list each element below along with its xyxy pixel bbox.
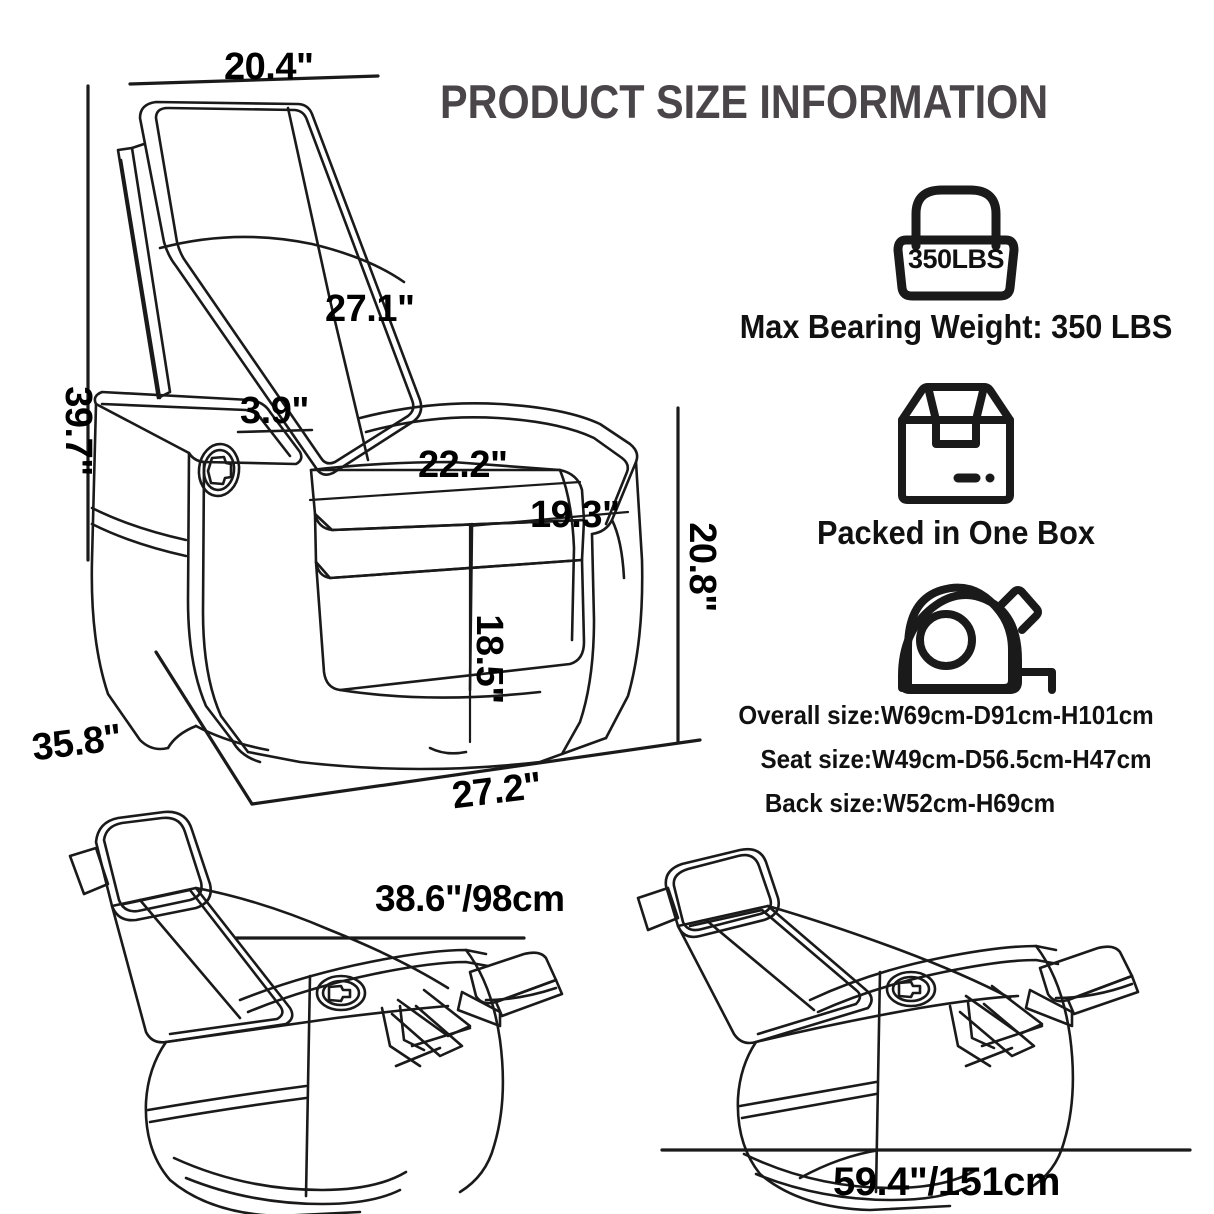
main-chair-drawing: [90, 100, 644, 771]
dim-overall-width: 27.2": [449, 764, 544, 818]
weight-bag-icon: [893, 185, 1019, 301]
reclined-chair-drawing: [68, 810, 564, 1214]
dim-seat-width: 19.3": [530, 494, 620, 536]
feature-label-box: Packed in One Box: [816, 514, 1096, 551]
dim-seat-front: 18.5": [468, 614, 510, 704]
dim-arm-height: 20.8": [681, 522, 723, 612]
flat-chair-drawing: [636, 847, 1140, 1212]
dim-reclined-depth: 38.6"/98cm: [375, 878, 565, 919]
size-spec-overall: Overall size:W69cm-D91cm-H101cm: [738, 700, 1154, 730]
dim-back-height: 27.1": [325, 288, 415, 330]
size-spec-seat: Seat size:W49cm-D56.5cm-H47cm: [760, 744, 1152, 774]
main-dimension-lines: [86, 74, 702, 806]
feature-label-weight: Max Bearing Weight: 350 LBS: [739, 308, 1173, 345]
page-title: PRODUCT SIZE INFORMATION: [440, 75, 1049, 128]
dim-seat-depth: 22.2": [418, 444, 508, 486]
dim-flat-depth: 59.4"/151cm: [833, 1160, 1060, 1204]
package-box-dot: [985, 473, 995, 483]
dim-overall-depth: 35.8": [29, 716, 124, 770]
package-box-icon: [898, 383, 1014, 504]
dim-arm-thickness: 3.9": [240, 390, 309, 432]
tape-measure-icon: [898, 583, 1056, 694]
main-dimension-thin-leaders: [308, 480, 630, 744]
weight-badge-text: 350LBS: [907, 244, 1005, 274]
dim-total-height: 39.7": [57, 386, 99, 476]
size-spec-back: Back size:W52cm-H69cm: [764, 788, 1056, 818]
dim-back-width: 20.4": [224, 46, 314, 88]
